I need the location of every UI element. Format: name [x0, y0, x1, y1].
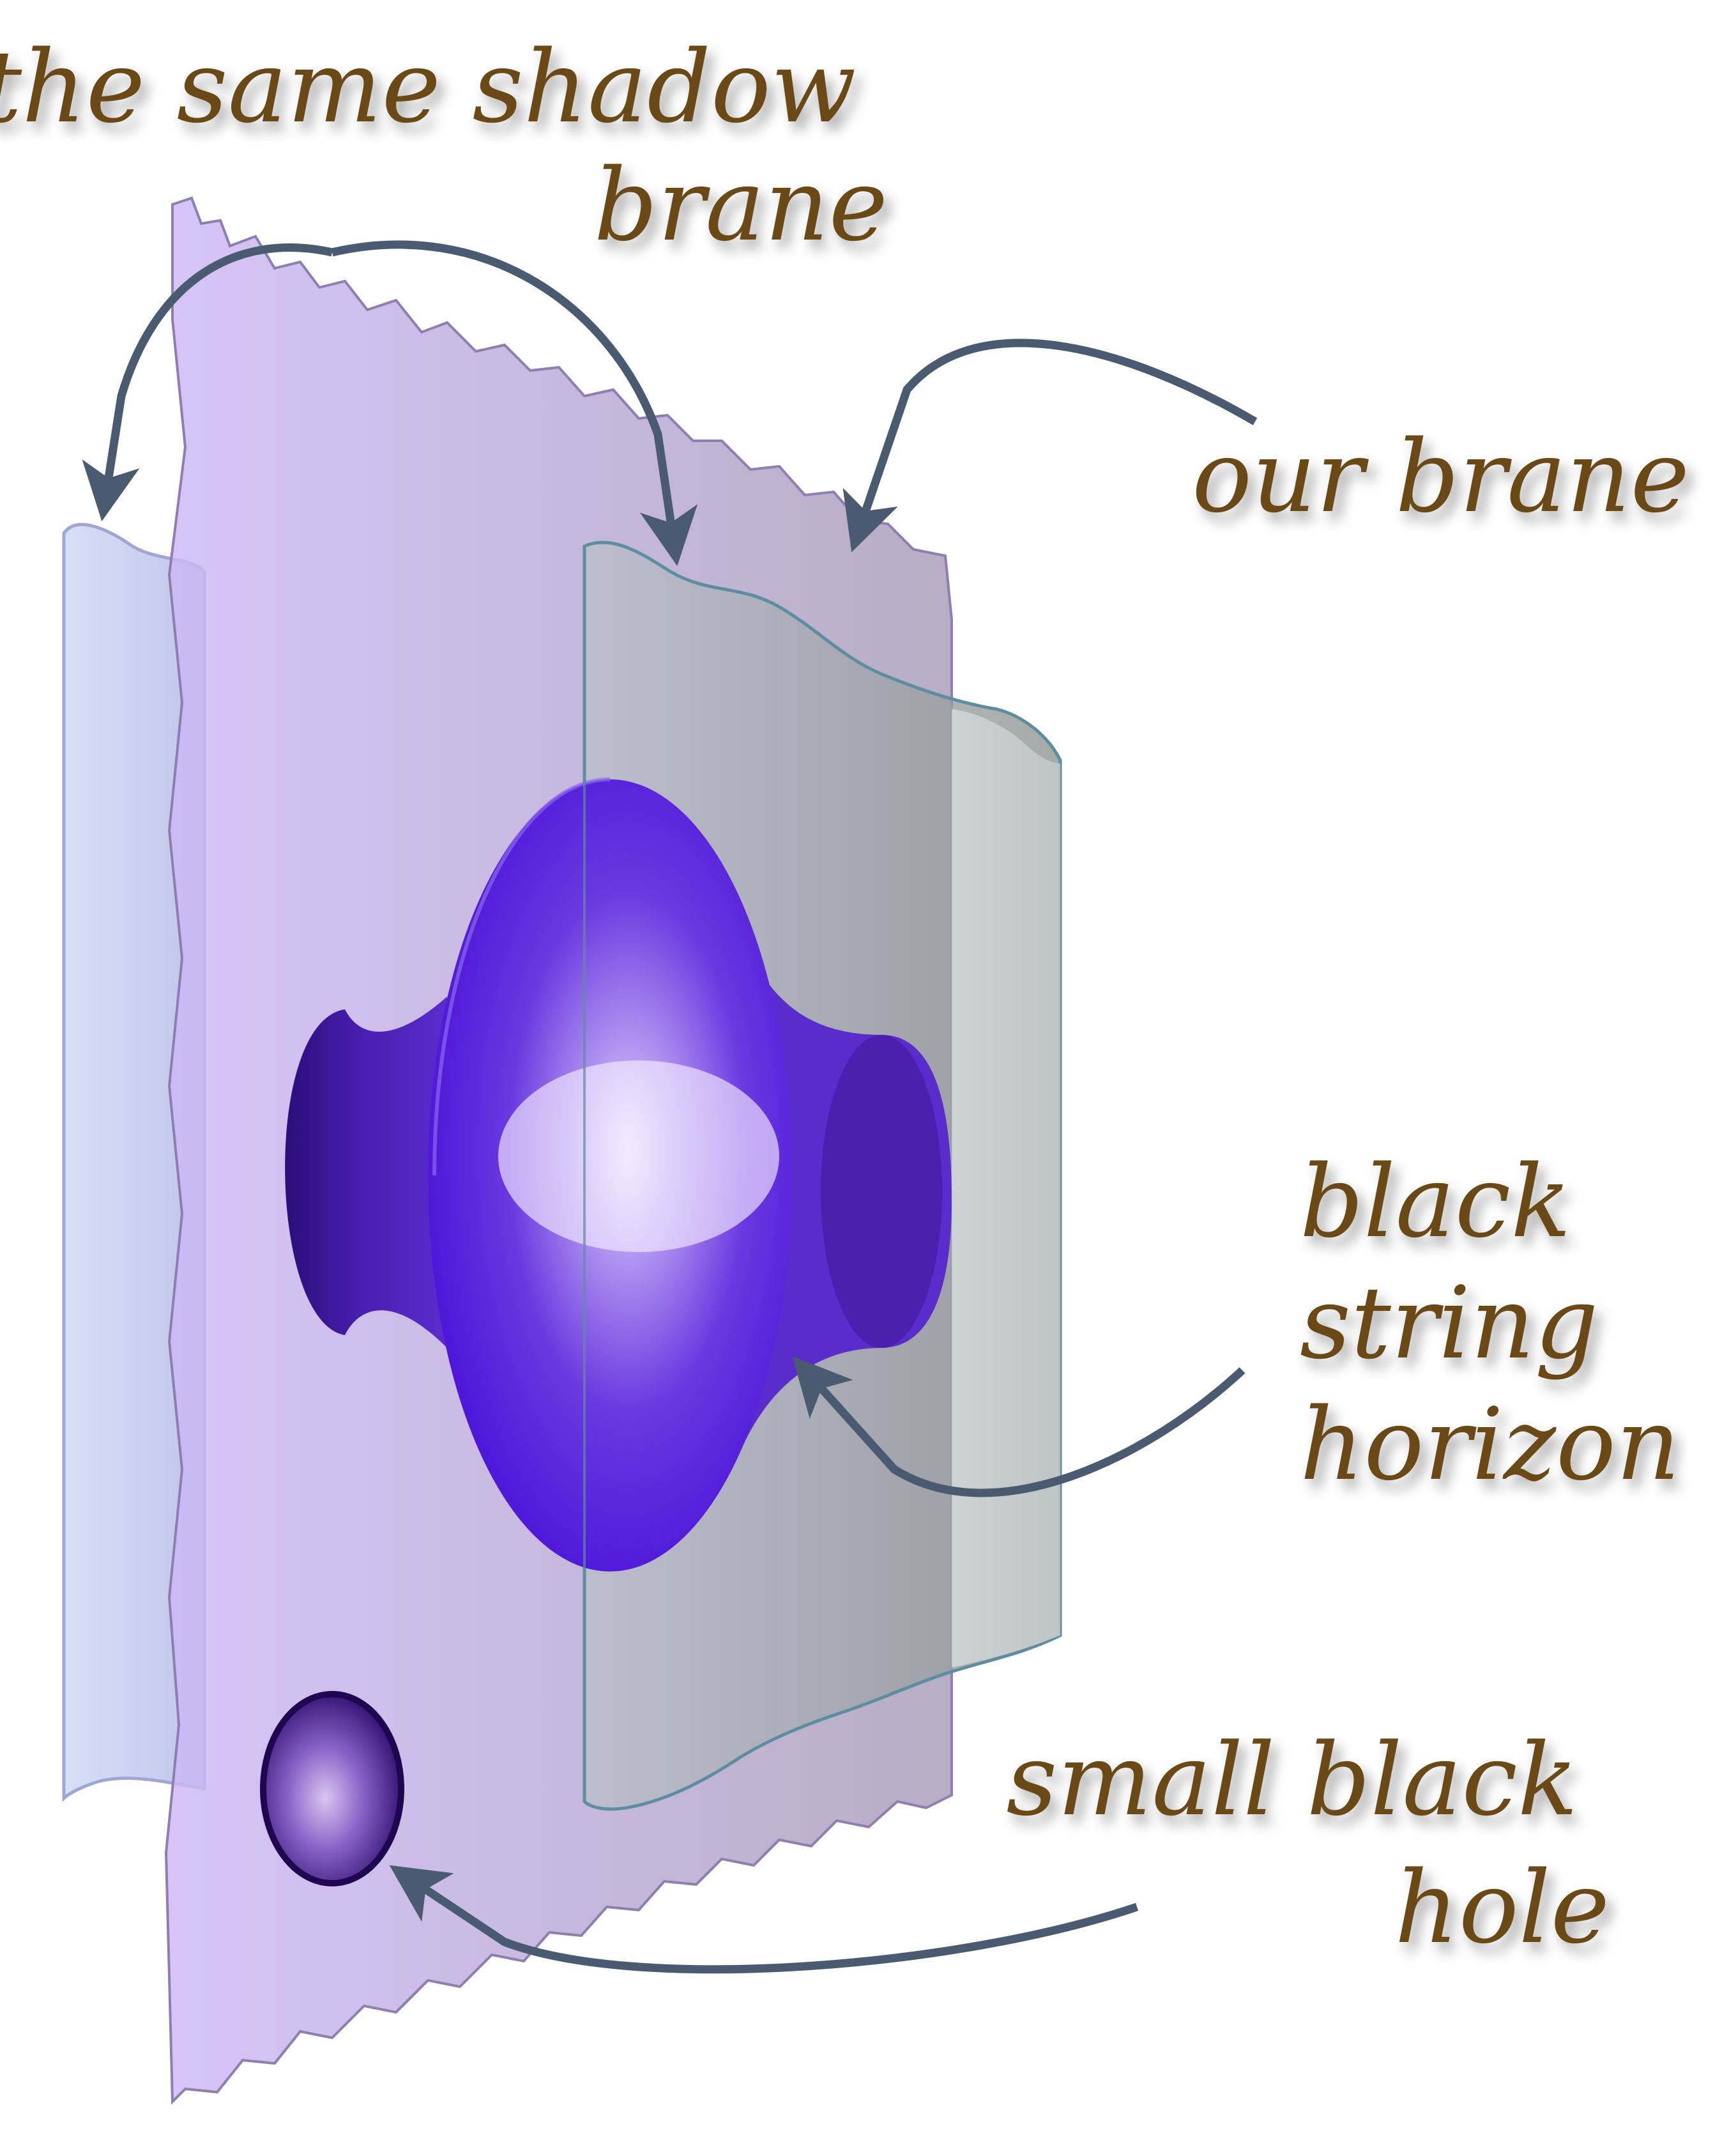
- label-black-string-horizon: black string horizon: [1300, 1143, 1680, 1502]
- our-brane-front-sheet: [952, 709, 1060, 1667]
- black-string-disk-edge: [432, 777, 611, 1176]
- black-string-left-tube: [285, 997, 447, 1348]
- small-black-hole: [263, 1694, 401, 1883]
- arrow-to-front-shadow-brane: [331, 240, 698, 567]
- black-string-disk-highlight: [498, 1060, 779, 1252]
- black-string-right-rim: [821, 1035, 942, 1348]
- label-small-black-hole: small black hole: [1006, 1722, 1610, 1966]
- arrow-to-our-brane: [842, 339, 1258, 553]
- label-shadow-brane: the same shadow brane: [0, 29, 888, 263]
- small-black-hole-rim: [260, 1691, 404, 1886]
- label-our-brane: our brane: [1192, 418, 1689, 535]
- arrow-to-small-black-hole: [389, 1865, 1139, 1974]
- arrow-to-black-string: [792, 1356, 1246, 1497]
- arrow-to-back-shadow-brane: [82, 243, 333, 521]
